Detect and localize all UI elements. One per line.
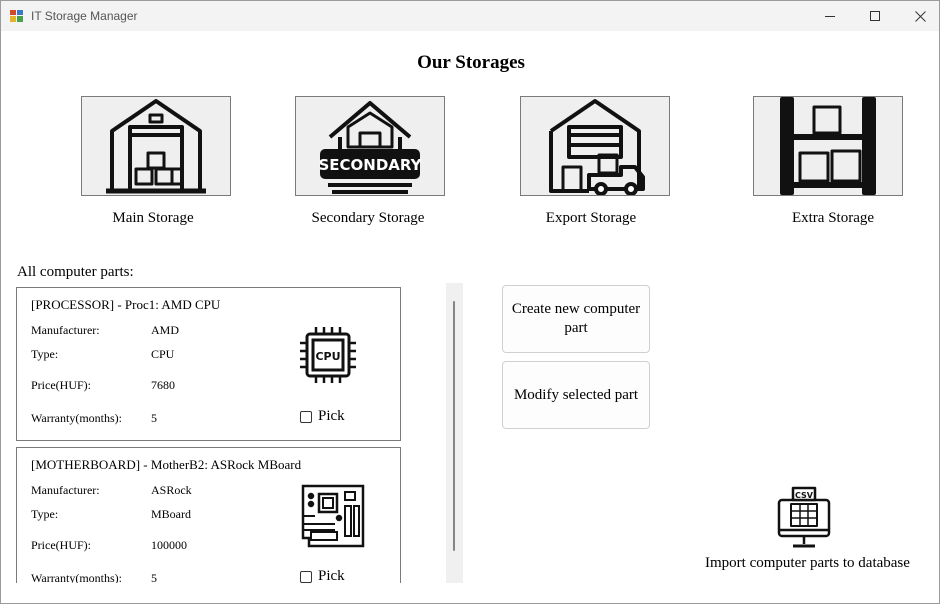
- svg-text:CSV: CSV: [795, 491, 814, 500]
- type-label: Type:: [31, 347, 59, 361]
- pick-label: Pick: [318, 568, 345, 583]
- csv-monitor-icon[interactable]: CSV: [777, 486, 831, 550]
- create-part-button[interactable]: Create new computer part: [502, 285, 650, 353]
- close-button[interactable]: [897, 1, 940, 31]
- manufacturer-label: Manufacturer:: [31, 323, 100, 337]
- warehouse-icon: [106, 99, 206, 194]
- secondary-warehouse-icon: SECONDARY: [318, 101, 422, 194]
- pick-label: Pick: [318, 408, 345, 424]
- type-label: Type:: [31, 507, 59, 521]
- close-icon: [914, 10, 926, 22]
- part-card-processor[interactable]: [PROCESSOR] - Proc1: AMD CPU Manufacture…: [16, 287, 401, 441]
- parts-list[interactable]: [PROCESSOR] - Proc1: AMD CPU Manufacture…: [16, 283, 436, 583]
- parts-section-label: All computer parts:: [17, 264, 134, 280]
- main-storage-button[interactable]: [81, 96, 231, 196]
- manufacturer-label: Manufacturer:: [31, 483, 100, 497]
- price-value: 100000: [151, 538, 187, 552]
- window-title: IT Storage Manager: [31, 9, 138, 23]
- scrollbar-thumb[interactable]: [453, 301, 455, 551]
- part-title: [MOTHERBOARD] - MotherB2: ASRock MBoard: [31, 457, 302, 472]
- secondary-storage-label: Secondary Storage: [311, 210, 425, 226]
- type-value: MBoard: [151, 507, 191, 521]
- export-warehouse-icon: [549, 99, 645, 195]
- minimize-icon: [824, 15, 835, 17]
- svg-text:CPU: CPU: [315, 350, 340, 363]
- modify-part-button[interactable]: Modify selected part: [502, 361, 650, 429]
- main-storage-label: Main Storage: [112, 210, 194, 226]
- warranty-value: 5: [151, 571, 157, 583]
- type-value: CPU: [151, 347, 175, 361]
- pick-checkbox[interactable]: Pick: [300, 568, 345, 583]
- app-icon: [10, 10, 23, 22]
- price-label: Price(HUF):: [31, 538, 91, 552]
- checkbox-box[interactable]: [300, 570, 312, 583]
- extra-storage-label: Extra Storage: [791, 210, 875, 226]
- maximize-button[interactable]: [852, 1, 898, 31]
- shelf-icon: [780, 97, 876, 195]
- warranty-value: 5: [151, 411, 157, 425]
- parts-scrollbar[interactable]: [446, 283, 463, 583]
- title-bar[interactable]: IT Storage Manager: [1, 1, 939, 31]
- manufacturer-value: AMD: [151, 323, 180, 337]
- warranty-label: Warranty(months):: [31, 411, 123, 425]
- svg-text:SECONDARY: SECONDARY: [318, 156, 422, 174]
- export-storage-label: Export Storage: [545, 210, 637, 226]
- maximize-icon: [869, 10, 880, 21]
- extra-storage-button[interactable]: [753, 96, 903, 196]
- warranty-label: Warranty(months):: [31, 571, 123, 583]
- import-label[interactable]: Import computer parts to database: [705, 555, 910, 571]
- minimize-button[interactable]: [807, 1, 853, 31]
- price-label: Price(HUF):: [31, 378, 91, 392]
- manufacturer-value: ASRock: [151, 483, 192, 497]
- secondary-storage-button[interactable]: SECONDARY: [295, 96, 445, 196]
- export-storage-button[interactable]: [520, 96, 670, 196]
- cpu-icon: CPU: [300, 327, 356, 383]
- part-card-motherboard[interactable]: [MOTHERBOARD] - MotherB2: ASRock MBoard …: [16, 447, 401, 583]
- checkbox-box[interactable]: [300, 410, 312, 423]
- part-title: [PROCESSOR] - Proc1: AMD CPU: [31, 297, 221, 312]
- motherboard-icon: [301, 484, 365, 548]
- pick-checkbox[interactable]: Pick: [300, 408, 345, 425]
- page-title: Our Storages: [417, 52, 525, 73]
- price-value: 7680: [151, 378, 175, 392]
